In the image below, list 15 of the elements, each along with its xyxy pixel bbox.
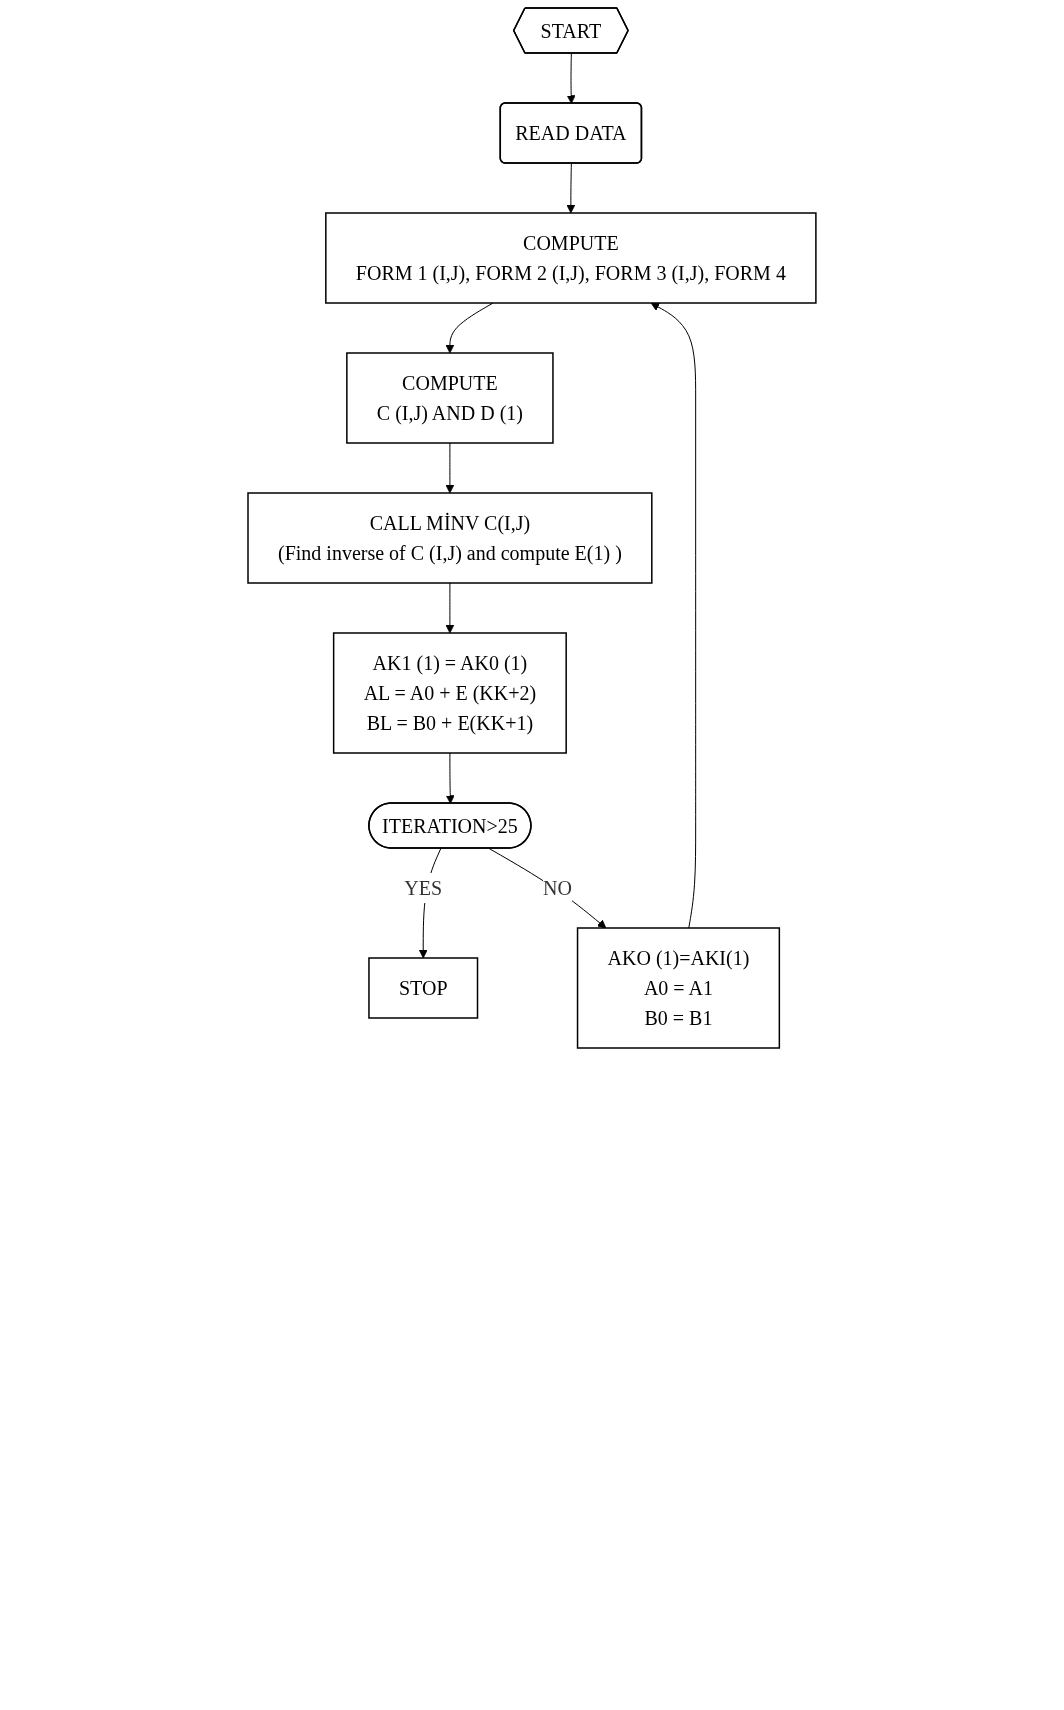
arrow [445, 582, 455, 634]
arrow [650, 302, 697, 929]
node-box: CALL MİNV C(I,J) (Find inverse of C (I,J) and compute E(1) ) [247, 492, 653, 584]
node-box: AKO (1)=AKI(1) A0 = A1 B0 = B1 [576, 927, 781, 1049]
node-box: AK1 (1) = AK0 (1) AL = A0 + E (KK+2) BL = B0 + E(KK+1) [332, 632, 567, 754]
arrow [566, 53, 576, 104]
node-box: COMPUTE C (I,J) AND D (1) [346, 352, 554, 444]
arrow [445, 442, 455, 494]
node-box: STOP [368, 957, 479, 1019]
edge-label: NO [543, 877, 572, 899]
arrow [445, 752, 455, 804]
node-box: COMPUTE FORM 1 (I,J), FORM 2 (I,J), FORM 3 (I,J), FORM 4 [325, 212, 817, 304]
arrow [488, 848, 607, 929]
arrow [566, 163, 576, 214]
edge-label: YES [404, 877, 443, 899]
